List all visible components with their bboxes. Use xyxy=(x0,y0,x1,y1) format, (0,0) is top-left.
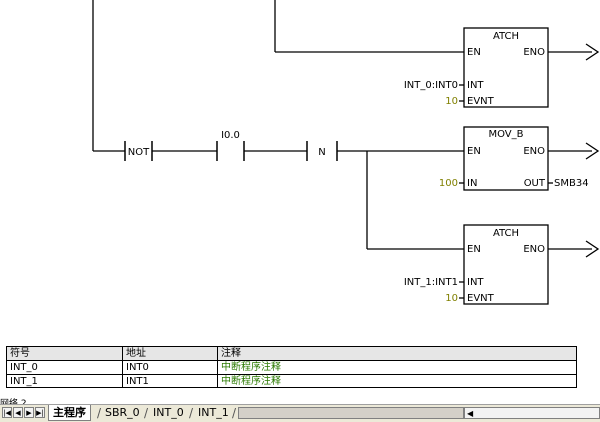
evnt-pin: EVNT xyxy=(467,293,495,304)
eno-arrow-icon xyxy=(585,43,600,61)
horizontal-scrollbar[interactable]: ◀ xyxy=(464,407,600,419)
program-tab-bar: |◀ ◀ ▶ ▶| 主程序 / SBR_0 / INT_0 / INT_1 / … xyxy=(0,404,600,422)
attach-block-2[interactable]: ATCH EN ENO INT EVNT xyxy=(463,224,549,305)
eno-arrow-icon xyxy=(585,240,600,258)
eno-pin: ENO xyxy=(523,47,545,58)
block-title: ATCH xyxy=(493,228,519,239)
eno-pin: ENO xyxy=(523,244,545,255)
tab-separator: / xyxy=(97,406,102,420)
en-pin: EN xyxy=(467,47,481,58)
tab-separator: / xyxy=(189,406,194,420)
last-icon[interactable]: ▶| xyxy=(35,407,45,418)
tab-int-0[interactable]: INT_0 xyxy=(153,406,184,419)
tab-scroll-track[interactable] xyxy=(238,407,464,419)
evnt-pin: EVNT xyxy=(467,96,495,107)
header-address: 地址 xyxy=(123,347,218,360)
address-cell[interactable]: INT0 xyxy=(123,361,218,374)
in-operand[interactable]: 100 xyxy=(439,178,458,189)
contact-n[interactable]: N xyxy=(306,141,338,161)
prev-icon[interactable]: ◀ xyxy=(13,407,23,418)
attach-block-1[interactable]: ATCH EN ENO INT EVNT xyxy=(463,27,549,108)
contact-i0-0[interactable]: I0.0 xyxy=(216,130,245,161)
symbol-cell[interactable]: INT_1 xyxy=(7,375,123,388)
in-pin: IN xyxy=(467,178,477,189)
out-operand[interactable]: SMB34 xyxy=(554,178,589,189)
en-pin: EN xyxy=(467,244,481,255)
out-pin: OUT xyxy=(524,178,546,189)
contact-n-label: N xyxy=(318,147,325,158)
eno-pin: ENO xyxy=(523,146,545,157)
header-comment: 注释 xyxy=(221,348,241,359)
int-pin: INT xyxy=(467,277,484,288)
contact-not[interactable]: NOT xyxy=(124,141,153,161)
header-symbol: 符号 xyxy=(7,347,123,360)
en-pin: EN xyxy=(467,146,481,157)
evnt-operand[interactable]: 10 xyxy=(445,293,458,304)
table-row[interactable]: INT_0 INT0 中断程序注释 xyxy=(7,361,576,375)
symbol-cell[interactable]: INT_0 xyxy=(7,361,123,374)
tab-separator: / xyxy=(232,406,237,420)
block-title: ATCH xyxy=(493,31,519,42)
symbol-table-header: 符号 地址 注释 xyxy=(7,347,576,361)
next-icon[interactable]: ▶ xyxy=(24,407,34,418)
comment-cell[interactable]: 中断程序注释 xyxy=(221,362,281,373)
ladder-diagram: NOT I0.0 N ATCH EN ENO INT EVNT INT_0:IN… xyxy=(92,0,600,305)
contact-not-label: NOT xyxy=(128,147,150,158)
evnt-operand[interactable]: 10 xyxy=(445,96,458,107)
eno-arrow-icon xyxy=(585,142,600,160)
table-row[interactable]: INT_1 INT1 中断程序注释 xyxy=(7,375,576,388)
int-pin: INT xyxy=(467,80,484,91)
int-operand[interactable]: INT_1:INT1 xyxy=(404,277,458,288)
int-operand[interactable]: INT_0:INT0 xyxy=(404,80,458,91)
tab-int-1[interactable]: INT_1 xyxy=(198,406,229,419)
contact-i0-0-label: I0.0 xyxy=(221,130,240,141)
mov-b-block[interactable]: MOV_B EN ENO IN OUT xyxy=(463,126,549,191)
block-title: MOV_B xyxy=(488,129,523,140)
symbol-table: 符号 地址 注释 INT_0 INT0 中断程序注释 INT_1 INT1 中断… xyxy=(6,346,577,388)
first-icon[interactable]: |◀ xyxy=(2,407,12,418)
tab-sbr-0[interactable]: SBR_0 xyxy=(105,406,140,419)
tab-main-program[interactable]: 主程序 xyxy=(48,405,91,421)
scroll-left-icon[interactable]: ◀ xyxy=(467,409,474,418)
tab-separator: / xyxy=(144,406,149,420)
address-cell[interactable]: INT1 xyxy=(123,375,218,388)
comment-cell[interactable]: 中断程序注释 xyxy=(221,376,281,387)
